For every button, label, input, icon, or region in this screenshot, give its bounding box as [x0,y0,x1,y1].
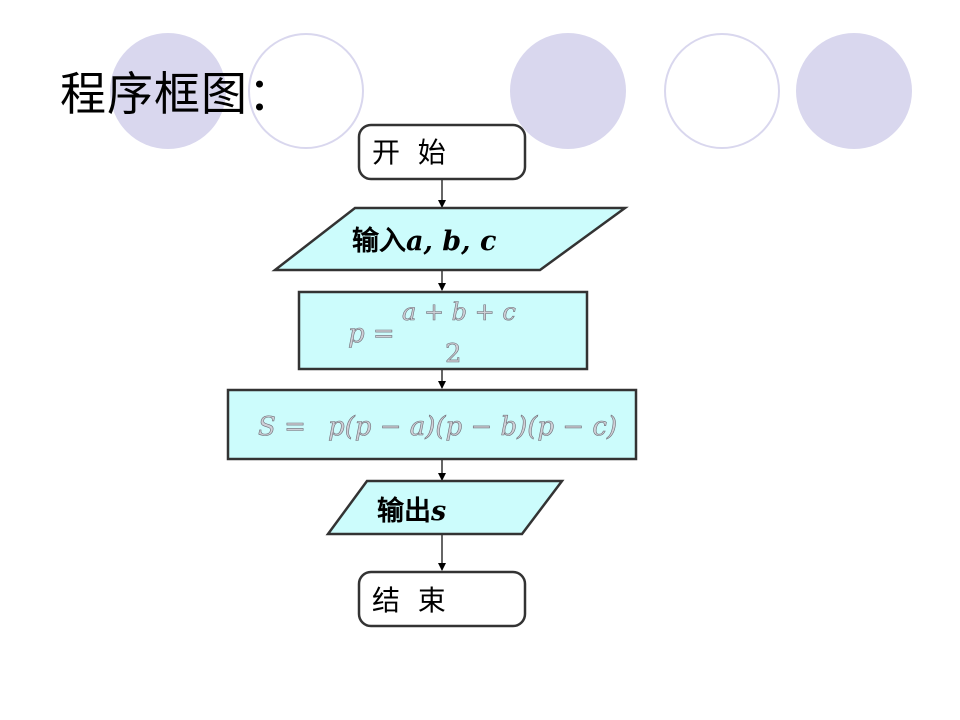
end-node: 结 束 [357,570,527,628]
input-vars: a, b, c [406,226,496,257]
end-label: 结 束 [372,584,446,617]
decor-circle [248,33,364,149]
decor-circle [510,33,626,149]
decor-circle [796,33,912,149]
decor-circle [664,33,780,149]
input-label: 输入a, b, c [352,225,496,257]
start-label: 开 始 [372,136,446,169]
output-label: 输出s [377,495,446,527]
s-radicand: p(p − a)(p − b)(p − c) [328,412,617,442]
p-numerator: a + b + c [402,298,516,326]
decor-circle [110,33,226,149]
process-s-node: S = p(p − a)(p − b)(p − c) [226,388,638,461]
p-denominator: 2 [445,339,462,369]
input-node: 输入a, b, c [271,206,629,272]
process-p-node: p = a + b + c 2 [297,290,589,371]
output-node: 输出s [325,479,565,536]
output-var: s [430,496,446,527]
page-title: 程序框图： [60,67,295,121]
input-prefix: 输入 [352,225,406,257]
output-prefix: 输出 [377,495,431,527]
s-lhs: S = [258,412,306,442]
p-lhs: p = [348,319,395,349]
start-node: 开 始 [357,123,527,181]
